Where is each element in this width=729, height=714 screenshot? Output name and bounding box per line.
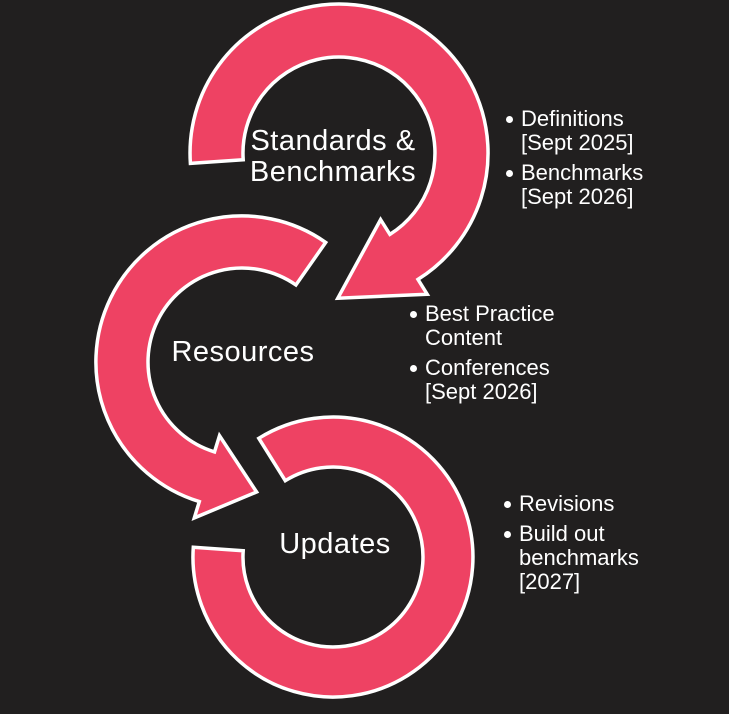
bullet-item: Revisions (504, 492, 639, 516)
bullet-text: Build out benchmarks [2027] (519, 521, 639, 594)
bullet-item: Definitions [Sept 2025] (506, 107, 643, 155)
bullet-dot-icon (410, 365, 417, 372)
bullet-item: Best Practice Content (410, 302, 555, 350)
cycle-arrow-updates (191, 415, 475, 699)
bullet-dot-icon (506, 170, 513, 177)
bullet-dot-icon (410, 311, 417, 318)
annotation-group-standards: Definitions [Sept 2025] Benchmarks [Sept… (506, 107, 643, 209)
cycle-arrow-resources (94, 214, 329, 521)
bullet-text: Conferences [Sept 2026] (425, 355, 550, 404)
bullet-item: Benchmarks [Sept 2026] (506, 161, 643, 209)
step-label-standards-benchmarks: Standards & Benchmarks (213, 126, 453, 188)
bullet-item: Build out benchmarks [2027] (504, 522, 639, 594)
annotation-group-updates: Revisions Build out benchmarks [2027] (504, 492, 639, 594)
step-label-line: Standards & (250, 125, 416, 157)
bullet-dot-icon (504, 501, 511, 508)
bullet-text: Definitions [Sept 2025] (521, 106, 634, 155)
bullet-item: Conferences [Sept 2026] (410, 356, 555, 404)
cycle-arrow-standards (188, 2, 490, 301)
step-label-resources: Resources (143, 337, 343, 368)
step-label-line: Benchmarks (249, 156, 417, 188)
bullet-dot-icon (504, 531, 511, 538)
bullet-text: Best Practice Content (425, 301, 555, 350)
bullet-text: Benchmarks [Sept 2026] (521, 160, 644, 209)
bullet-dot-icon (506, 116, 513, 123)
bullet-text: Revisions (519, 491, 615, 516)
annotation-group-resources: Best Practice Content Conferences [Sept … (410, 302, 555, 404)
step-label-line: Updates (279, 528, 391, 560)
step-label-updates: Updates (235, 529, 435, 560)
step-label-line: Resources (171, 336, 315, 368)
